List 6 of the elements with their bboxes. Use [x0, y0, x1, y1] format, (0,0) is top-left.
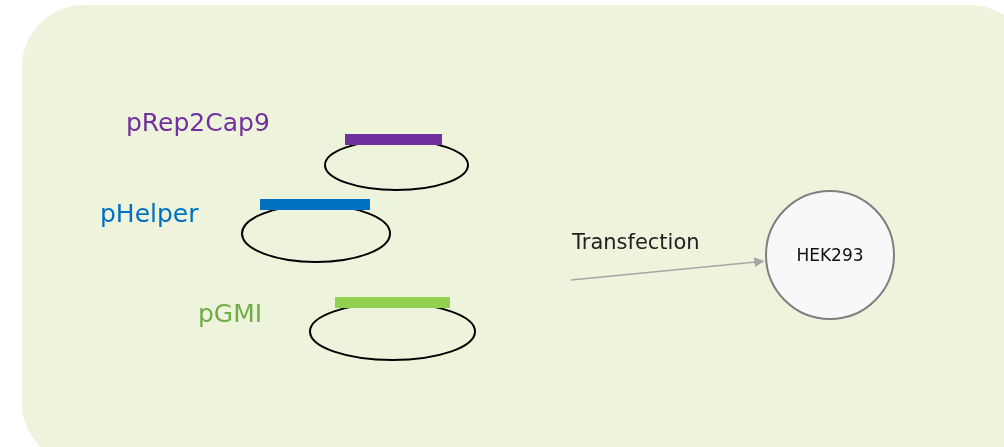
cell-label: HEK293 [796, 245, 864, 265]
plasmid-label: pHelper [100, 199, 199, 228]
edge-label: Transfection [572, 230, 700, 254]
arrow [570, 257, 765, 281]
plasmid-label: pGMI [198, 299, 263, 328]
plasmid-label: pRep2Cap9 [126, 108, 270, 137]
